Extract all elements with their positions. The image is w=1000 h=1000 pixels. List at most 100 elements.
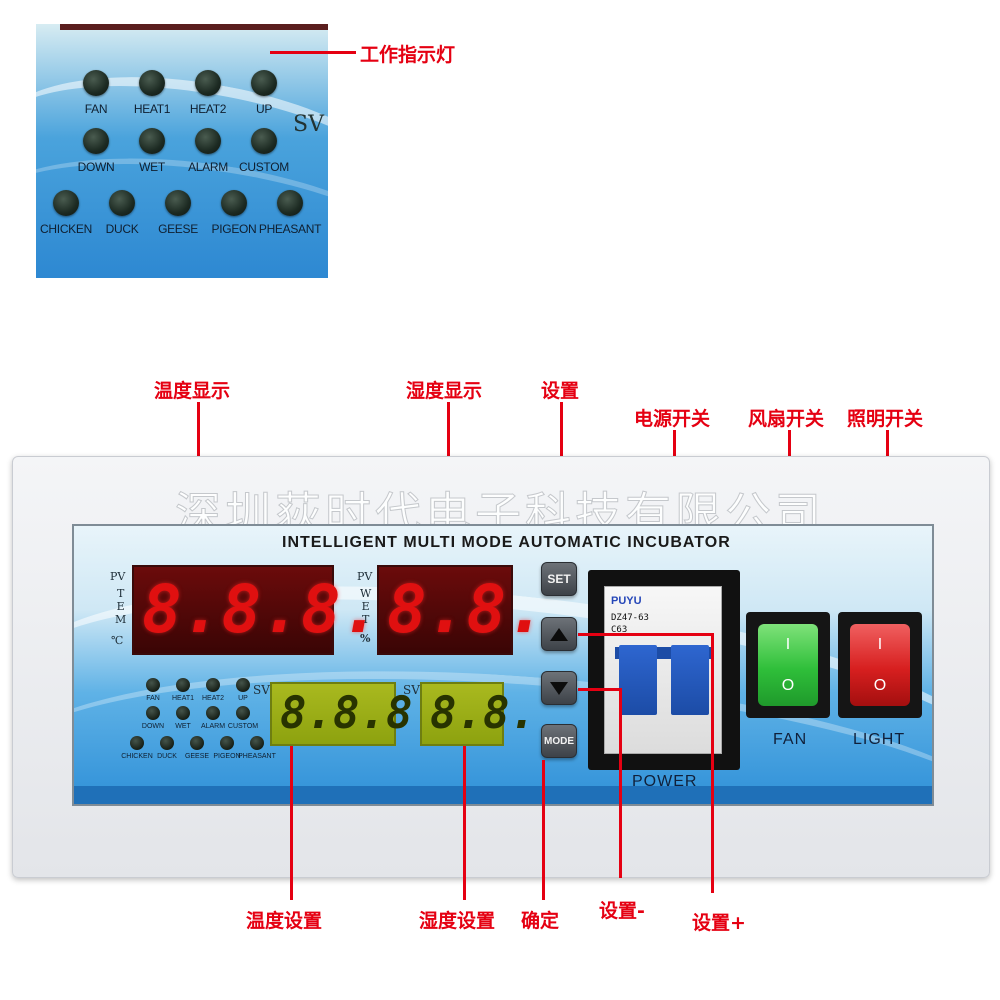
annotation-power-switch: 电源开关 [634, 408, 711, 430]
led-down: DOWN [138, 706, 168, 730]
led-alarm: ALARM [198, 706, 228, 730]
breaker-brand: PUYU [611, 595, 642, 607]
annotation-indicator-lights: 工作指示灯 [360, 44, 456, 66]
led-fan: FAN [68, 70, 124, 116]
led-dot [176, 706, 190, 720]
annotation-set-minus: 设置- [599, 900, 645, 922]
led-fan: FAN [138, 678, 168, 702]
up-button[interactable] [541, 617, 577, 651]
sv-wet-label: SV [403, 683, 420, 697]
led-custom: CUSTOM [228, 706, 258, 730]
arrow-up-icon [550, 627, 568, 641]
annotation-set-plus: 设置+ [692, 912, 746, 934]
led-dot [83, 128, 109, 154]
annotation-set: 设置 [541, 380, 580, 402]
fan-rocker-switch[interactable]: I O [758, 624, 818, 706]
digit: 8. [142, 571, 222, 648]
digit: 8. [466, 571, 546, 648]
annotation-fan-switch: 风扇开关 [748, 408, 825, 430]
led-geese: GEESE [150, 190, 206, 236]
power-breaker[interactable]: PUYU DZ47-63 C63 [604, 586, 722, 754]
led-dot [53, 190, 79, 216]
off-symbol: O [873, 676, 887, 694]
wet-sv-display: 8. 8. [420, 682, 536, 746]
led-alarm: ALARM [180, 128, 236, 174]
led-dot [165, 190, 191, 216]
led-wet: WET [168, 706, 198, 730]
led-dot [277, 190, 303, 216]
mode-button[interactable]: MODE [541, 724, 577, 758]
annotation-humidity-setting: 湿度设置 [419, 910, 496, 932]
digit: 8. [387, 571, 467, 648]
led-chicken: CHICKEN [121, 736, 153, 760]
digit: 8. [300, 571, 381, 648]
annotation-temp-display: 温度显示 [154, 380, 231, 402]
breaker-lever[interactable] [671, 645, 709, 715]
digit: 8. [430, 688, 483, 739]
light-rocker-switch[interactable]: I O [850, 624, 910, 706]
wet-unit: % [360, 632, 371, 645]
led-dot [220, 736, 234, 750]
led-heat2: HEAT2 [198, 678, 228, 702]
annotation-line [578, 633, 714, 636]
led-dot [250, 736, 264, 750]
led-dot [251, 128, 277, 154]
power-label: POWER [632, 773, 698, 790]
led-duck: DUCK [94, 190, 150, 236]
annotation-line [578, 688, 622, 691]
led-dot [139, 128, 165, 154]
wet-label: W E T [360, 587, 372, 626]
led-row-1: FAN HEAT1 HEAT2 UP [138, 678, 258, 702]
led-dot [160, 736, 174, 750]
inset-led-row-3: CHICKEN DUCK GEESE PIGEON PHEASANT [38, 190, 321, 236]
down-button[interactable] [541, 671, 577, 705]
annotation-line [270, 51, 356, 54]
sv-label: SV [293, 112, 324, 137]
set-button[interactable]: SET [541, 562, 577, 596]
annotation-line [463, 746, 466, 900]
led-dot [146, 678, 160, 692]
led-dot [130, 736, 144, 750]
annotation-line [542, 760, 545, 900]
on-symbol: I [785, 635, 791, 653]
digit: 8. [280, 688, 333, 739]
indicator-zoom-inset: SV FAN HEAT1 HEAT2 UP DOWN WET ALARM CUS… [36, 24, 328, 278]
digit: 8. [332, 688, 386, 739]
breaker-lever[interactable] [619, 645, 657, 715]
annotation-humidity-display: 湿度显示 [406, 380, 483, 402]
annotation-temp-setting: 温度设置 [246, 910, 323, 932]
led-dot [251, 70, 277, 96]
led-dot [195, 70, 221, 96]
inset-led-row-1: FAN HEAT1 HEAT2 UP [68, 70, 292, 116]
inset-led-row-2: DOWN WET ALARM CUSTOM [68, 128, 292, 174]
led-chicken: CHICKEN [38, 190, 94, 236]
led-dot [190, 736, 204, 750]
led-dot [206, 678, 220, 692]
off-symbol: O [781, 676, 795, 694]
digit: 8. [482, 688, 536, 739]
led-pigeon: PIGEON [206, 190, 262, 236]
led-pigeon: PIGEON [212, 736, 242, 760]
led-wet: WET [124, 128, 180, 174]
led-heat2: HEAT2 [180, 70, 236, 116]
panel-edge [60, 24, 328, 30]
led-row-3: CHICKEN DUCK GEESE PIGEON PHEASANT [121, 736, 276, 760]
led-up: UP [236, 70, 292, 116]
arrow-down-icon [550, 681, 568, 695]
led-dot [206, 706, 220, 720]
fan-label: FAN [773, 731, 808, 748]
led-up: UP [228, 678, 258, 702]
breaker-rating: C63 [611, 625, 628, 635]
on-symbol: I [877, 635, 883, 653]
led-heat1: HEAT1 [124, 70, 180, 116]
led-pheasant: PHEASANT [238, 736, 276, 760]
pv-temp-label: PV [110, 570, 126, 583]
led-dot [109, 190, 135, 216]
temp-unit: ℃ [111, 634, 124, 647]
wet-pv-display: 8. 8. [377, 565, 546, 655]
breaker-model: DZ47-63 [611, 613, 649, 623]
led-dot [83, 70, 109, 96]
sv-temp-label: SV [253, 683, 270, 697]
digit: 8. [221, 571, 301, 648]
led-dot [139, 70, 165, 96]
